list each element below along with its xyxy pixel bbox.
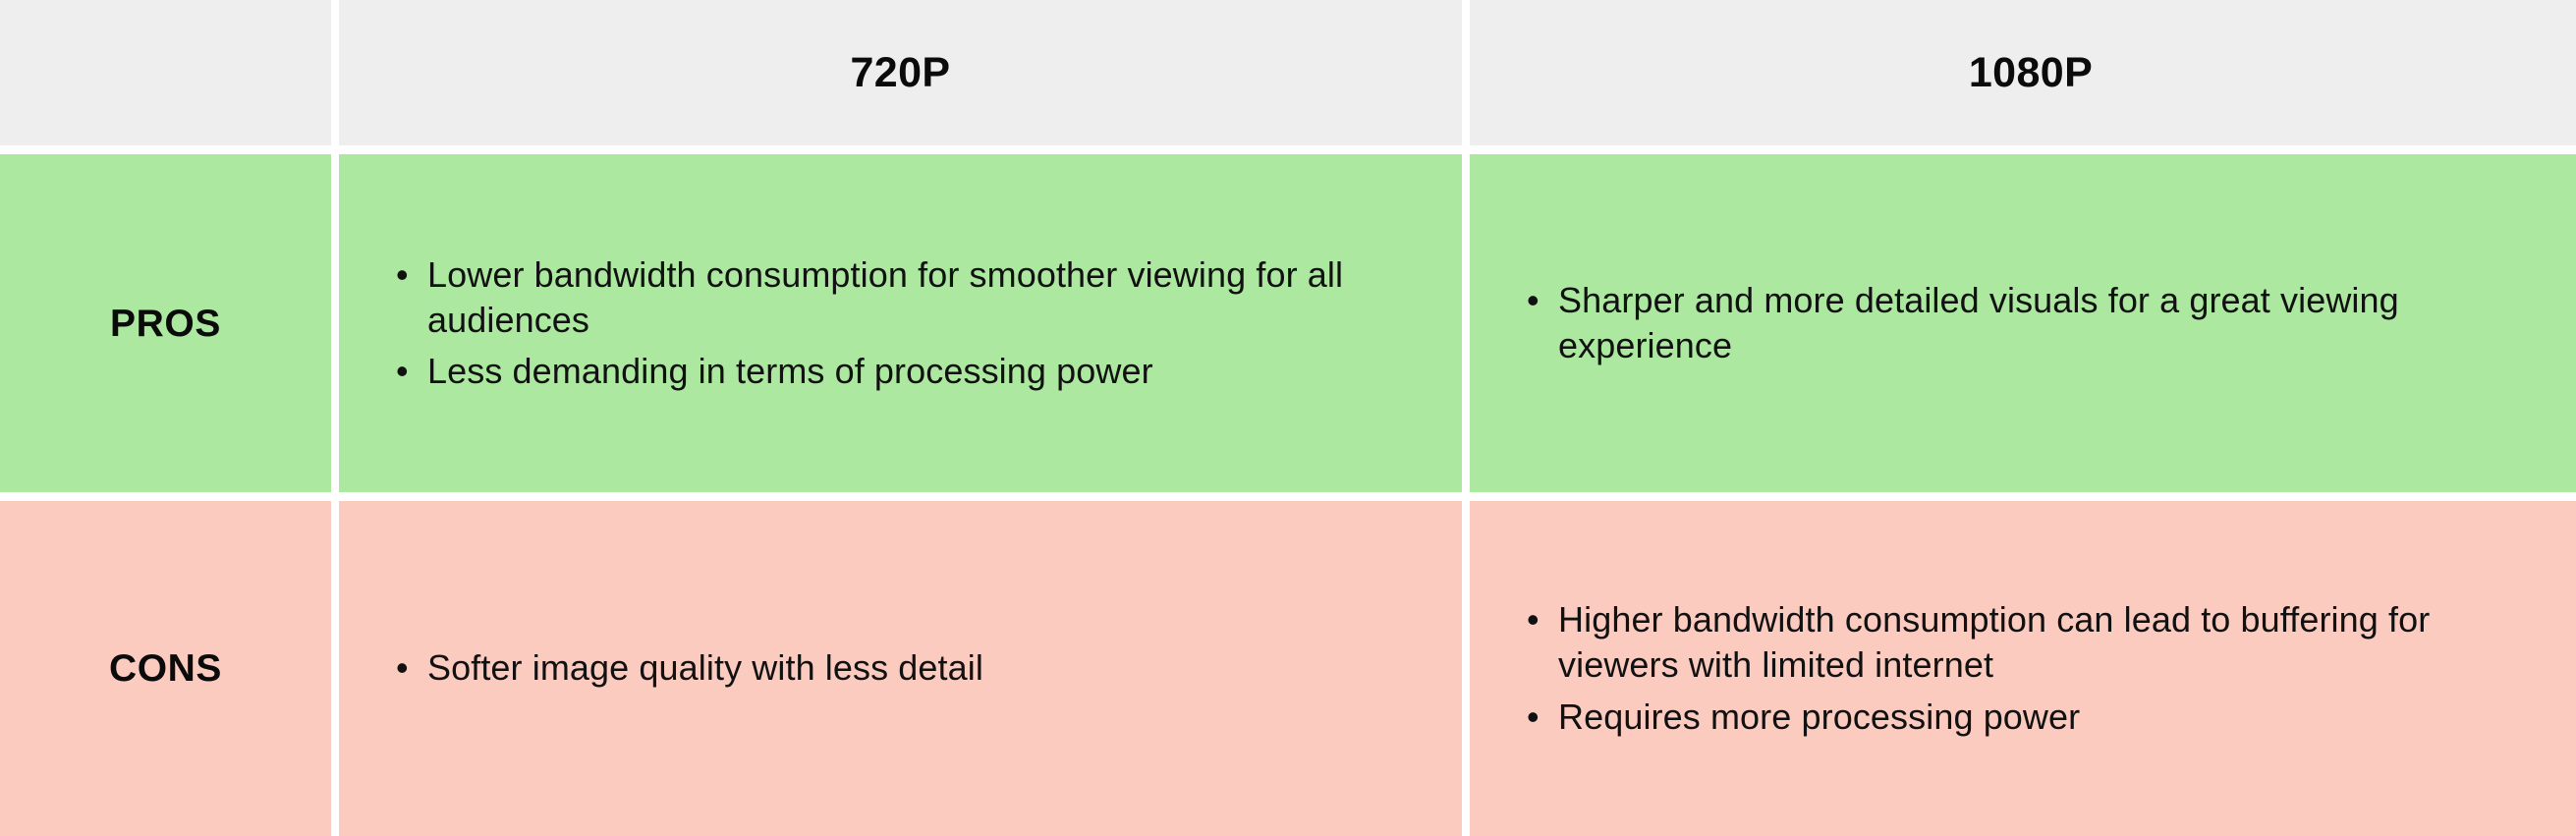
row-label-cons-text: CONS xyxy=(108,647,223,690)
cell-pros-720p: • Lower bandwidth consumption for smooth… xyxy=(339,154,1462,492)
bullet-list-pros-1080p: • Sharper and more detailed visuals for … xyxy=(1527,278,2537,368)
bullet-icon: • xyxy=(1527,279,1540,320)
bullet-icon: • xyxy=(396,647,409,689)
bullet-list-cons-1080p: • Higher bandwidth consumption can lead … xyxy=(1527,597,2537,739)
list-item: • Less demanding in terms of processing … xyxy=(396,349,1407,394)
table-corner-cell xyxy=(0,0,331,145)
column-header-1080p-label: 1080P xyxy=(1968,48,2094,96)
list-item-text: Higher bandwidth consumption can lead to… xyxy=(1558,599,2431,686)
list-item: • Sharper and more detailed visuals for … xyxy=(1527,278,2537,368)
cell-cons-720p: • Softer image quality with less detail xyxy=(339,501,1462,836)
bullet-icon: • xyxy=(396,351,409,392)
list-item-text: Sharper and more detailed visuals for a … xyxy=(1558,279,2399,365)
list-item: • Lower bandwidth consumption for smooth… xyxy=(396,252,1407,343)
list-item: • Requires more processing power xyxy=(1527,695,2537,740)
row-label-cons: CONS xyxy=(0,501,331,836)
bullet-icon: • xyxy=(1527,599,1540,641)
row-label-pros: PROS xyxy=(0,154,331,492)
column-header-720p-label: 720P xyxy=(850,48,951,96)
list-item: • Softer image quality with less detail xyxy=(396,645,1407,691)
list-item-text: Softer image quality with less detail xyxy=(427,647,983,689)
list-item-text: Lower bandwidth consumption for smoother… xyxy=(427,253,1344,340)
column-header-1080p: 1080P xyxy=(1470,0,2576,145)
column-header-720p: 720P xyxy=(339,0,1462,145)
cell-cons-1080p: • Higher bandwidth consumption can lead … xyxy=(1470,501,2576,836)
cell-pros-1080p: • Sharper and more detailed visuals for … xyxy=(1470,154,2576,492)
bullet-list-pros-720p: • Lower bandwidth consumption for smooth… xyxy=(396,252,1407,394)
bullet-list-cons-720p: • Softer image quality with less detail xyxy=(396,645,1407,691)
list-item: • Higher bandwidth consumption can lead … xyxy=(1527,597,2537,688)
list-item-text: Requires more processing power xyxy=(1558,696,2081,737)
list-item-text: Less demanding in terms of processing po… xyxy=(427,351,1153,392)
bullet-icon: • xyxy=(1527,696,1540,737)
bullet-icon: • xyxy=(396,253,409,295)
row-label-pros-text: PROS xyxy=(110,302,221,345)
